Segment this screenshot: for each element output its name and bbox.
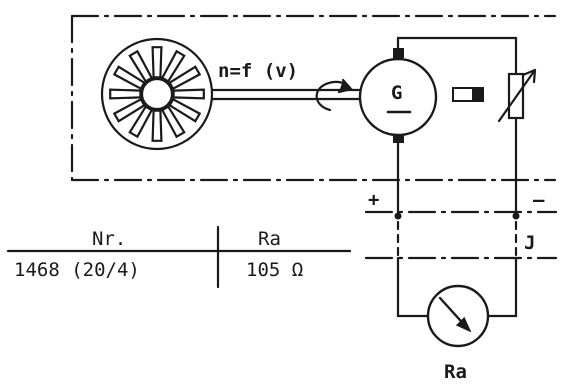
table-rules xyxy=(6,225,352,289)
resistor-wire xyxy=(396,36,518,214)
polarity-plus: + xyxy=(368,189,379,211)
enclosure-border xyxy=(70,14,557,182)
fan-blade xyxy=(168,97,202,123)
meter-icon xyxy=(426,284,490,348)
fan-blade xyxy=(112,97,146,123)
table-cell-ra: 105 Ω xyxy=(246,259,303,281)
table-cell-nr: 1468 (20/4) xyxy=(14,259,140,281)
terminal-lines xyxy=(364,210,558,260)
fan-wheel-icon xyxy=(100,37,214,151)
fan-blade xyxy=(128,105,154,139)
speed-formula: n=f (v) xyxy=(218,60,298,82)
meter-label: Ra xyxy=(444,361,467,383)
polarity-minus: – xyxy=(533,189,545,211)
terminal-node-plus xyxy=(394,212,402,220)
connector-leads xyxy=(396,220,518,260)
variable-resistor-icon xyxy=(497,68,537,123)
fan-blade xyxy=(160,49,186,83)
generator-label: G xyxy=(391,82,402,104)
terminal-node-minus xyxy=(512,212,520,220)
fan-blade xyxy=(109,88,142,100)
fan-blade xyxy=(112,65,146,91)
generator-icon xyxy=(358,48,438,143)
fan-blade xyxy=(128,49,154,83)
fan-blade xyxy=(151,46,163,79)
meter-circuit xyxy=(396,256,518,318)
fan-blade xyxy=(151,109,163,142)
terminal-label: J xyxy=(524,232,535,254)
rotation-arrow-icon xyxy=(315,78,354,112)
table-header-nr: Nr. xyxy=(92,228,126,250)
fan-blade xyxy=(168,65,202,91)
fan-blade xyxy=(172,88,205,100)
table-header-ra: Ra xyxy=(258,228,281,250)
switch-icon xyxy=(452,87,484,102)
fan-blade xyxy=(160,105,186,139)
shaft xyxy=(210,88,362,101)
